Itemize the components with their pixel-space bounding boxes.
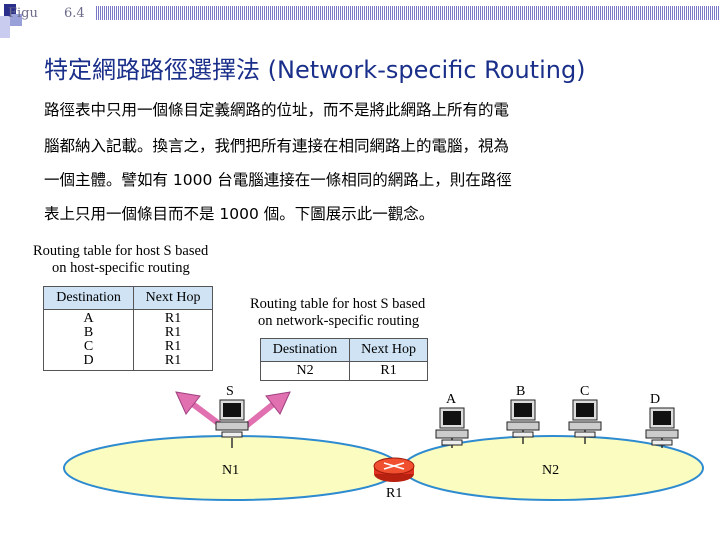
header-stripe	[96, 6, 720, 20]
arrow-to-network-table	[244, 391, 291, 429]
network-table-header-destination: Destination	[259, 338, 351, 362]
host-table-cell: A	[42, 309, 135, 326]
host-table-cell: R1	[133, 354, 213, 371]
figure-number: 6.4	[64, 6, 85, 21]
header-square-light	[10, 14, 22, 26]
page-title: 特定網路路徑選擇法 (Network-specific Routing)	[44, 56, 586, 84]
figure-label: Figu	[8, 6, 38, 21]
host-table-caption-1: Routing table for host S based	[33, 243, 209, 259]
paragraph-line-2: 腦都納入記載。換言之，我們把所有連接在相同網路上的電腦，視為	[44, 137, 510, 155]
host-b-computer-icon	[506, 399, 540, 438]
host-b-label: B	[516, 384, 526, 399]
table-row: B R1	[42, 326, 213, 340]
router-r1-icon	[373, 457, 415, 482]
network-table-caption-2: on network-specific routing	[258, 313, 420, 329]
network-table-header-next-hop: Next Hop	[349, 338, 428, 362]
table-row: C R1	[42, 340, 213, 354]
host-table-cell: B	[42, 326, 135, 340]
host-table-cell: C	[42, 340, 135, 354]
table-row: A R1	[42, 309, 213, 326]
paragraph-line-4: 表上只用一個條目而不是 1000 個。下圖展示此一觀念。	[44, 205, 435, 223]
header-square-dark	[4, 4, 16, 16]
network-n1-label: N1	[222, 463, 240, 478]
host-specific-routing-table: Destination Next Hop A R1 B R1 C R1 D R1	[42, 286, 213, 371]
network-specific-routing-table: Destination Next Hop N2 R1	[259, 338, 428, 381]
host-table-cell: R1	[133, 309, 213, 326]
host-d-label: D	[650, 392, 661, 407]
host-table-cell: D	[42, 354, 135, 371]
paragraph-line-3: 一個主體。譬如有 1000 台電腦連接在一條相同的網路上，則在路徑	[44, 171, 512, 189]
router-r1-label: R1	[386, 486, 403, 501]
table-row: D R1	[42, 354, 213, 371]
host-table-caption-2: on host-specific routing	[52, 260, 190, 276]
table-row: N2 R1	[259, 361, 428, 381]
host-s-label: S	[226, 384, 234, 399]
network-n2-label: N2	[542, 463, 560, 478]
host-table-cell: R1	[133, 326, 213, 340]
host-a-computer-icon	[435, 407, 469, 446]
header-square-mid	[0, 16, 10, 38]
host-table-cell: R1	[133, 340, 213, 354]
network-table-cell: R1	[349, 361, 428, 381]
host-table-header-next-hop: Next Hop	[133, 286, 213, 310]
network-table-cell: N2	[259, 361, 351, 381]
network-table-caption-1: Routing table for host S based	[250, 296, 426, 312]
host-c-label: C	[580, 384, 590, 399]
host-c-computer-icon	[568, 399, 602, 438]
host-s-computer-icon	[215, 399, 249, 438]
host-d-computer-icon	[645, 407, 679, 446]
host-a-label: A	[446, 392, 457, 407]
paragraph-line-1: 路徑表中只用一個條目定義網路的位址，而不是將此網路上所有的電	[44, 101, 510, 119]
host-table-header-destination: Destination	[42, 286, 135, 310]
